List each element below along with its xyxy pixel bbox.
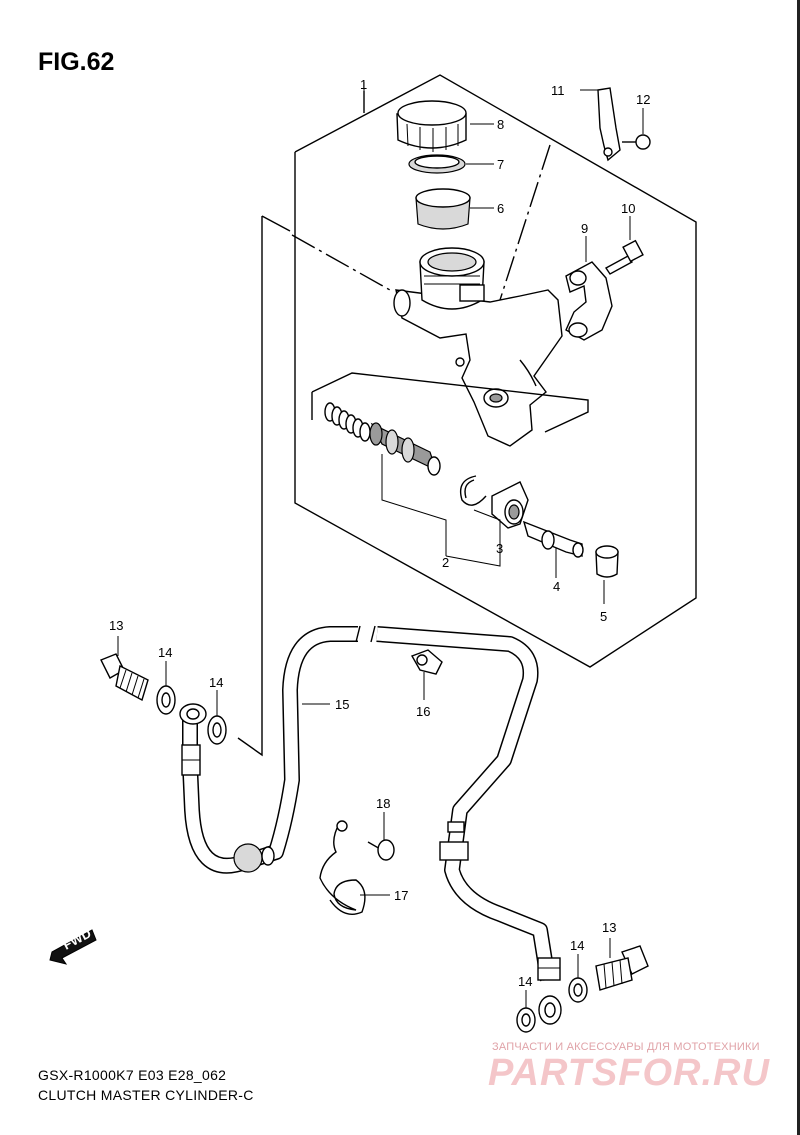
circlip: [459, 475, 487, 506]
clamp-bolt: [604, 239, 644, 275]
callout-18: 18: [376, 796, 390, 811]
callout-11: 11: [551, 83, 565, 98]
callout-labels: 1 8 7 6 11 12 10 9 2 3 4 5 13 14 14 15 1…: [109, 77, 650, 989]
callout-12: 12: [636, 92, 650, 107]
hose-bracket: [597, 87, 621, 162]
callout-9: 9: [581, 221, 588, 236]
callout-7: 7: [497, 157, 504, 172]
page-frame-edge: [797, 0, 800, 1135]
hose-clamp: [410, 649, 443, 675]
model-code-text: GSX-R1000K7 E03 E28_062: [38, 1067, 227, 1083]
callout-6: 6: [497, 201, 504, 216]
bracket-screw: [622, 134, 651, 150]
callout-8: 8: [497, 117, 504, 132]
fwd-arrow-icon: FWD: [49, 926, 97, 965]
callout-10: 10: [621, 201, 635, 216]
callout-14-lower-1: 14: [570, 938, 584, 953]
assembly-box-outline: [294, 74, 697, 668]
reservoir-plate: [408, 154, 466, 174]
handlebar-clamp: [565, 261, 613, 341]
wire-clip: [319, 820, 366, 915]
callout-1: 1: [360, 77, 367, 92]
callout-13-lower: 13: [602, 920, 616, 935]
callout-2: 2: [442, 555, 449, 570]
clutch-hose: [179, 625, 562, 1025]
union-bolt-upper: [100, 653, 149, 702]
watermark-tagline: ЗАПЧАСТИ И АКСЕССУАРЫ ДЛЯ МОТОТЕХНИКИ: [492, 1041, 760, 1053]
callout-16: 16: [416, 704, 430, 719]
figure-title: FIG.62: [38, 48, 115, 76]
callout-13-upper: 13: [109, 618, 123, 633]
leader-lines: [117, 82, 644, 1008]
callout-14-upper-1: 14: [158, 645, 172, 660]
callout-15: 15: [335, 697, 349, 712]
union-bolt-lower: [595, 945, 649, 991]
washer-upper-2: [207, 715, 227, 745]
dust-boot: [491, 481, 529, 529]
push-rod-cap: [595, 545, 619, 578]
push-rod: [522, 520, 584, 558]
piston-spring: [324, 402, 371, 442]
callout-3: 3: [496, 541, 503, 556]
reservoir-cap: [396, 100, 467, 152]
watermark-logo: PARTSFOR.RU: [488, 1052, 770, 1094]
reservoir-diaphragm: [415, 188, 471, 230]
callout-14-lower-2: 14: [518, 974, 532, 989]
callout-14-upper-2: 14: [209, 675, 223, 690]
washer-lower-2: [516, 1007, 536, 1033]
washer-lower-1: [568, 977, 588, 1003]
washer-upper-1: [156, 685, 176, 715]
piston-set-plate: [311, 372, 589, 433]
master-cylinder-body: [393, 247, 563, 447]
diagram-caption: CLUTCH MASTER CYLINDER-C: [38, 1087, 254, 1103]
alignment-lines: [237, 144, 551, 757]
callout-17: 17: [394, 888, 408, 903]
callout-5: 5: [600, 609, 607, 624]
clamp-screw: [367, 839, 395, 861]
callout-4: 4: [553, 579, 560, 594]
piston: [369, 422, 441, 476]
